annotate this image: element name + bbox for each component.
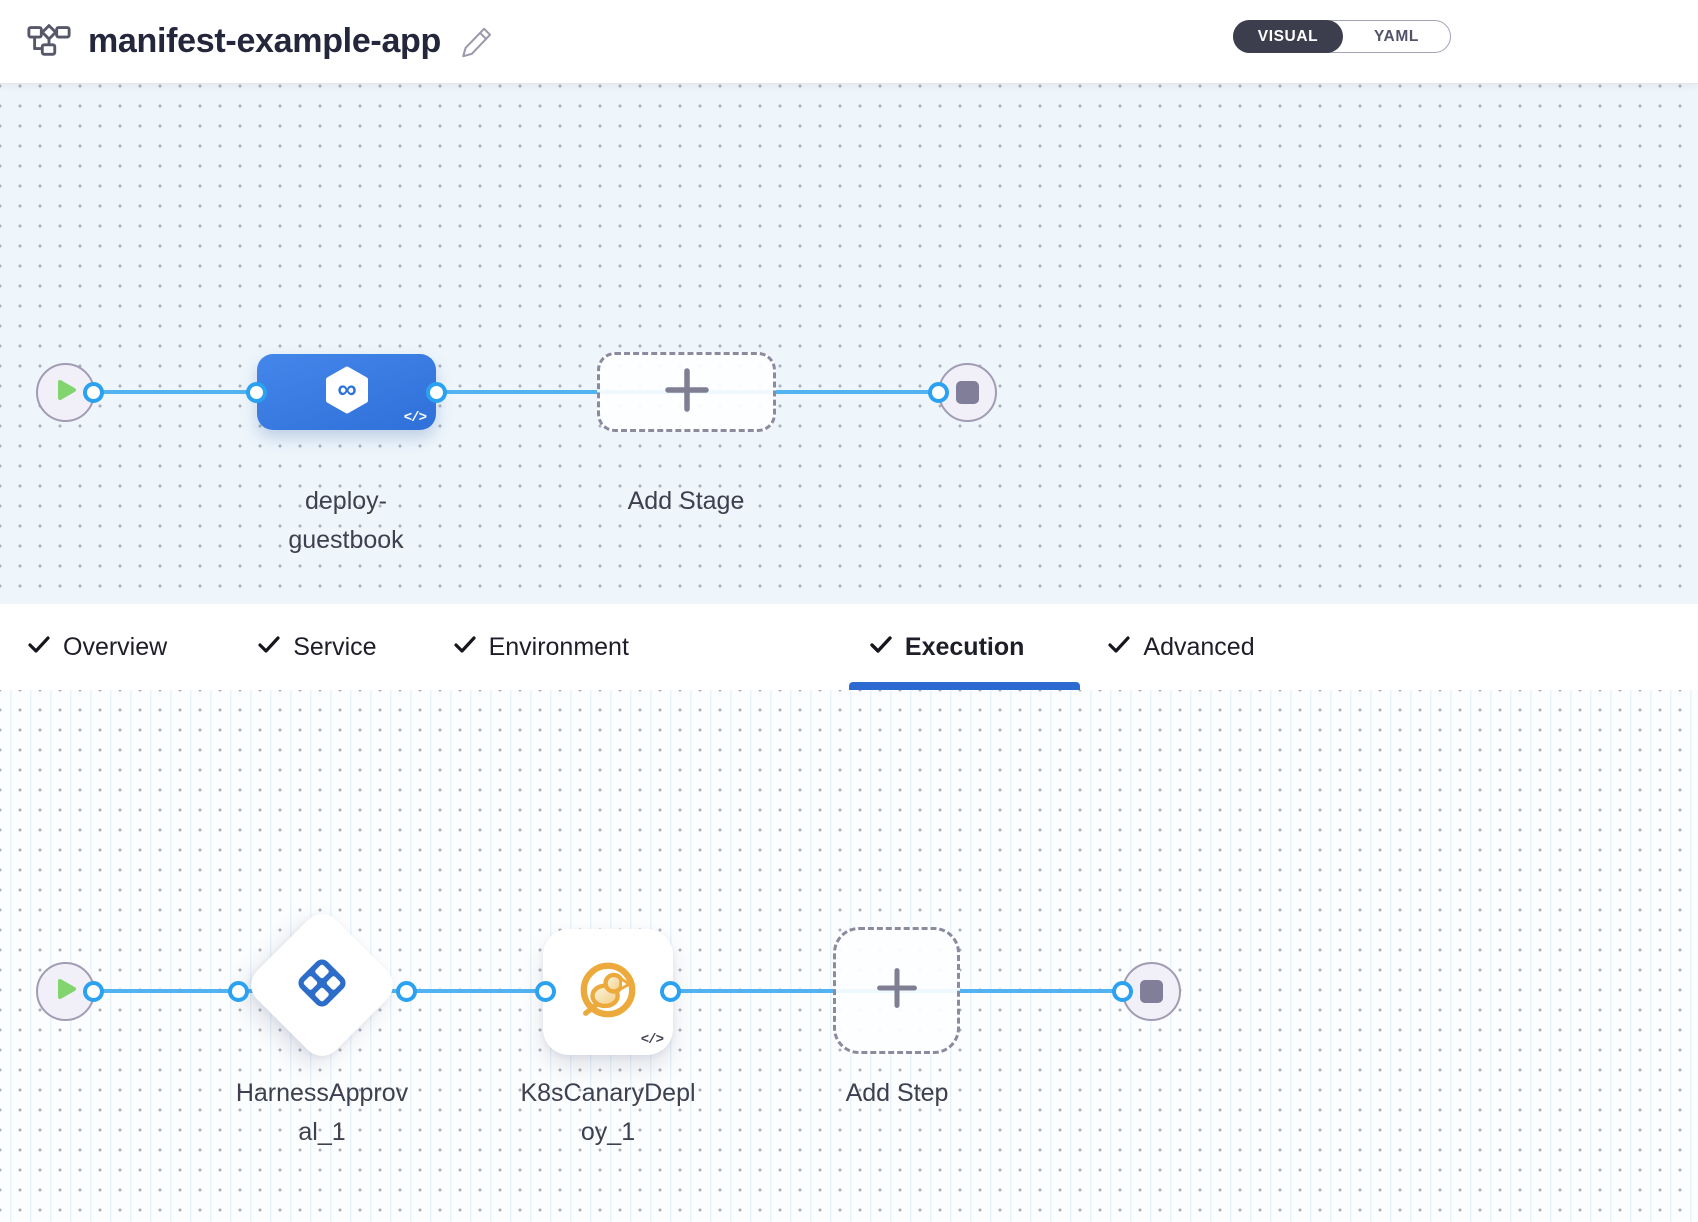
port-exec-end-in[interactable] [1112,981,1133,1002]
stage-graph-canvas[interactable]: ∞ </> deploy-guestbook Add Stage [0,84,1698,604]
tab-label: Advanced [1143,632,1255,661]
execution-end-node [1122,962,1181,1021]
yaml-toggle-button[interactable]: YAML [1343,21,1450,52]
view-mode-toggle: VISUAL YAML [1233,20,1451,53]
add-step-button[interactable] [833,927,960,1054]
add-step-label: Add Step [845,1079,949,1107]
tab-execution[interactable]: Execution [848,604,1081,690]
plus-icon [875,966,919,1015]
page-title: manifest-example-app [88,22,441,60]
code-icon: </> [640,1032,664,1048]
tab-label: Overview [63,632,168,661]
tab-environment[interactable]: Environment [453,604,629,690]
port-stage-in[interactable] [246,382,267,403]
port-exec-start-out[interactable] [83,981,104,1002]
play-icon [53,975,79,1008]
check-icon [27,632,51,663]
add-stage-label: Add Stage [627,487,745,515]
edit-title-button[interactable] [459,24,493,60]
check-icon [453,632,477,663]
tab-label: Environment [488,632,629,661]
check-icon [1107,632,1131,663]
pencil-icon [459,27,493,63]
visual-toggle-button[interactable]: VISUAL [1233,20,1343,53]
canary-bird-icon [577,959,639,1026]
plus-icon [663,366,711,419]
port-stage-out[interactable] [426,382,447,403]
play-icon [53,376,79,409]
stage-node-deploy-guestbook[interactable]: ∞ </> [257,354,436,430]
port-canary-in[interactable] [535,981,556,1002]
pipeline-icon [26,19,72,64]
code-icon: </> [403,410,427,426]
cd-hexagon-infinity-icon: ∞ [323,366,371,419]
tab-service[interactable]: Service [257,604,377,690]
port-start-out[interactable] [83,382,104,403]
stage-connector-line [93,390,938,394]
tab-overview[interactable]: Overview [27,604,167,690]
header: manifest-example-app VISUAL YAML [0,0,1698,84]
tab-label: Execution [904,632,1025,661]
execution-graph-canvas[interactable]: </> HarnessApproval_1 K8sCanaryDeploy_1 … [0,690,1698,1222]
port-approval-in[interactable] [228,981,249,1002]
step-name-label: HarnessApproval_1 [235,1079,409,1146]
port-approval-out[interactable] [396,981,417,1002]
approval-diamond-icon [293,954,351,1017]
step-node-harness-approval[interactable] [242,905,402,1065]
port-end-in[interactable] [928,382,949,403]
step-name-label: K8sCanaryDeploy_1 [520,1079,696,1146]
stop-icon [956,381,979,404]
pipeline-end-node [938,363,997,422]
tab-label: Service [293,632,377,661]
step-node-k8s-canary-deploy[interactable]: </> [543,929,673,1055]
port-canary-out[interactable] [660,981,681,1002]
stage-config-tabbar: Overview Service Environment Execution A… [0,604,1698,690]
check-icon [869,632,893,663]
add-stage-button[interactable] [597,352,776,432]
tab-advanced[interactable]: Advanced [1107,604,1255,690]
stop-icon [1140,980,1163,1003]
svg-text:∞: ∞ [337,374,356,404]
stage-name-label: deploy-guestbook [288,487,404,554]
check-icon [257,632,281,663]
